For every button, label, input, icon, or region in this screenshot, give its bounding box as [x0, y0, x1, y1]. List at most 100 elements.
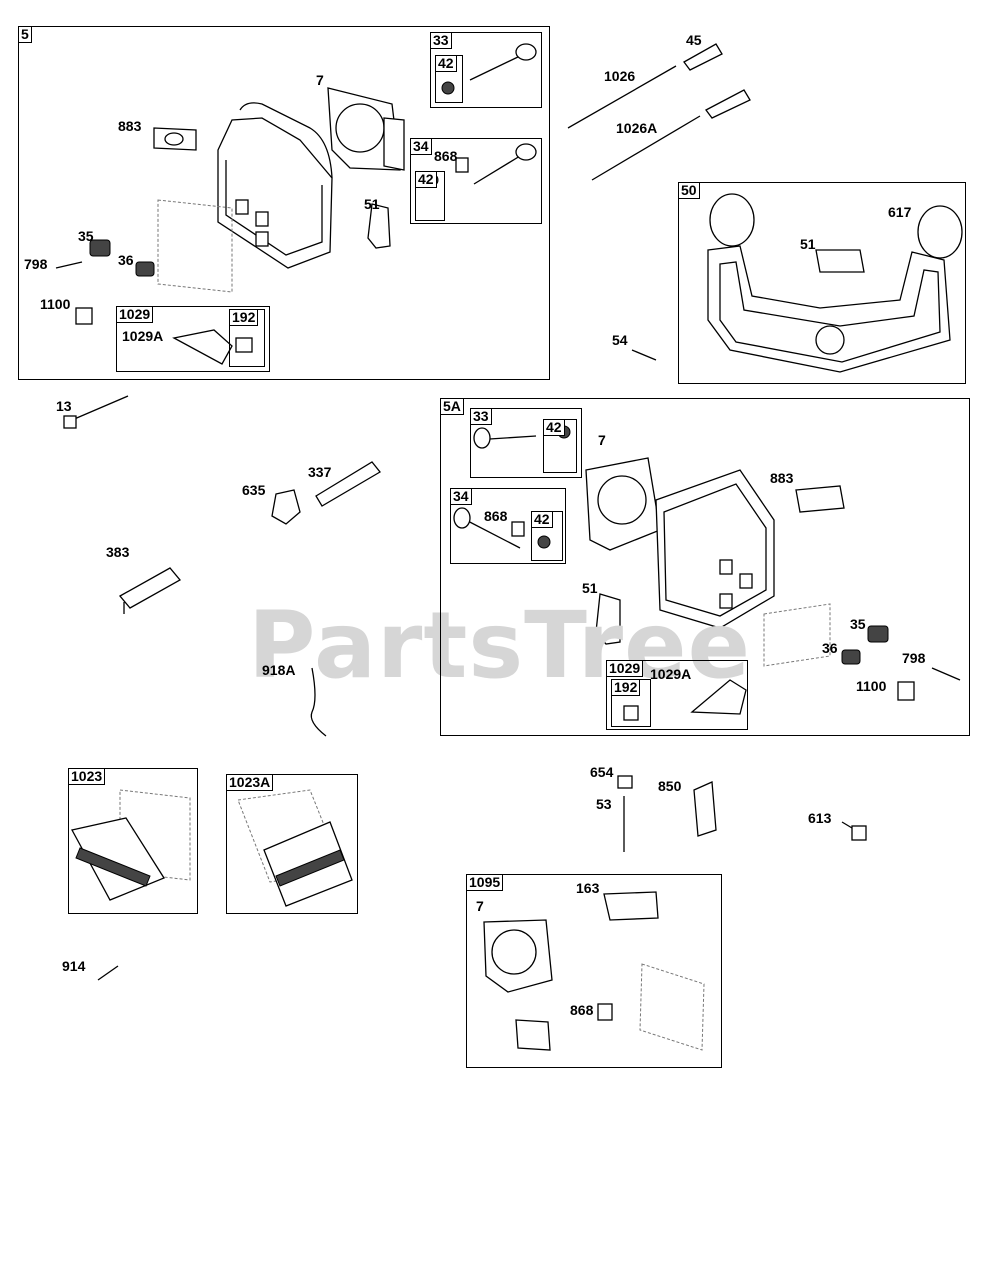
group-tag-42d: 42 [531, 511, 553, 528]
callout-1026a: 1026A [616, 120, 658, 136]
callout-883-5a: 883 [770, 470, 794, 486]
group-box-50: 50 [678, 182, 966, 384]
rocker-arm-1029ab-icon [690, 679, 747, 715]
gasket-kit-small-icon [515, 1019, 551, 1051]
callout-868-1095: 868 [570, 1002, 594, 1018]
cylinder-head-5-icon [217, 102, 333, 269]
valve-cover-1023-icon [71, 789, 191, 901]
callout-163: 163 [576, 880, 600, 896]
rocker-cover-gasket-outline-c-icon [639, 963, 705, 1051]
spring-35-icon [89, 239, 111, 257]
group-tag-34b: 34 [450, 488, 472, 505]
group-box-192: 192 [229, 309, 265, 367]
spark-plug-337-icon [315, 461, 381, 507]
callout-868: 868 [434, 148, 458, 164]
callout-1029a-5a: 1029A [650, 666, 692, 682]
callout-36: 36 [118, 252, 134, 268]
intake-manifold-icon [707, 245, 951, 373]
callout-51-manifold: 51 [800, 236, 816, 252]
rocker-cover-gasket-outline-b-icon [763, 603, 831, 667]
group-tag-192: 192 [229, 309, 259, 326]
group-box-42d: 42 [531, 511, 563, 561]
callout-613: 613 [808, 810, 832, 826]
valve-cover-1023a-icon [237, 789, 353, 907]
callout-918a: 918A [262, 662, 296, 678]
group-tag-1023: 1023 [68, 768, 106, 785]
callout-54: 54 [612, 332, 628, 348]
group-tag-5: 5 [18, 26, 32, 43]
group-box-34b: 34 42 [450, 488, 566, 564]
callout-36-5a: 36 [822, 640, 838, 656]
spring-35b-icon [867, 625, 889, 643]
nut-1100b-icon [897, 681, 915, 701]
callout-35-5a: 35 [850, 616, 866, 632]
group-box-5a: 5A [440, 398, 970, 736]
gasket-51b-icon [815, 249, 865, 273]
spring-36b-icon [841, 649, 861, 665]
group-tag-1023a: 1023A [226, 774, 274, 791]
group-box-33b: 33 42 [470, 408, 582, 478]
parts-tree-watermark: PartsTree [248, 592, 751, 699]
callout-7-5a: 7 [598, 432, 606, 448]
callout-35: 35 [78, 228, 94, 244]
gasket-51-icon [367, 203, 391, 249]
callout-51: 51 [364, 196, 380, 212]
callout-868-5a: 868 [484, 508, 508, 524]
callout-1100-5a: 1100 [856, 678, 887, 694]
spring-36-icon [135, 261, 155, 277]
group-box-5: 5 [18, 26, 550, 380]
callout-7-1095: 7 [476, 898, 484, 914]
group-box-33: 33 42 [430, 32, 542, 108]
group-tag-33b: 33 [470, 408, 492, 425]
group-tag-33: 33 [430, 32, 452, 49]
o-ring-617-icon [917, 205, 963, 259]
callout-635: 635 [242, 482, 266, 498]
bolt-13-icon [71, 395, 129, 421]
callout-53: 53 [596, 796, 612, 812]
breather-tube-918a-icon [310, 667, 327, 737]
group-tag-42: 42 [435, 55, 457, 72]
tappet-868c-icon [597, 1003, 613, 1021]
gasket-163-icon [603, 891, 659, 921]
group-tag-192b: 192 [611, 679, 641, 696]
pushrod-1026a-icon [591, 115, 701, 181]
gasket-51c-icon [595, 593, 621, 645]
group-box-1023: 1023 [68, 768, 198, 914]
callout-51-5a: 51 [582, 580, 598, 596]
group-tag-42b: 42 [415, 171, 437, 188]
nut-654-icon [617, 775, 633, 789]
group-tag-50: 50 [678, 182, 700, 199]
bolt-798-icon [55, 261, 83, 269]
sealant-tube-850-icon [693, 781, 717, 837]
head-gasket-7-icon [327, 87, 405, 171]
group-box-1029: 1029 192 [116, 306, 270, 372]
screw-914-icon [97, 965, 119, 981]
gasket-883b-icon [795, 485, 845, 513]
rocker-cover-gasket-outline-icon [157, 199, 233, 293]
group-tag-5a: 5A [440, 398, 464, 415]
callout-798-5a: 798 [902, 650, 926, 666]
head-gasket-7b-icon [585, 457, 661, 551]
cylinder-head-5a-icon [655, 469, 775, 629]
group-tag-42c: 42 [543, 419, 565, 436]
nut-1100-icon [75, 307, 93, 325]
group-box-1095: 1095 [466, 874, 722, 1068]
group-box-1023a: 1023A [226, 774, 358, 914]
valve-33-icon [469, 55, 521, 81]
group-box-42c: 42 [543, 419, 577, 473]
callout-13: 13 [56, 398, 72, 414]
callout-883: 883 [118, 118, 142, 134]
group-tag-1029: 1029 [116, 306, 154, 323]
callout-383: 383 [106, 544, 130, 560]
pushrod-1026-icon [567, 65, 677, 129]
group-box-192b: 192 [611, 679, 651, 727]
group-tag-34: 34 [410, 138, 432, 155]
bolt-798b-icon [931, 667, 961, 681]
callout-1029a: 1029A [122, 328, 164, 344]
callout-1026: 1026 [604, 68, 636, 84]
group-tag-1029b: 1029 [606, 660, 644, 677]
group-box-34: 34 42 [410, 138, 542, 224]
callout-798: 798 [24, 256, 48, 272]
